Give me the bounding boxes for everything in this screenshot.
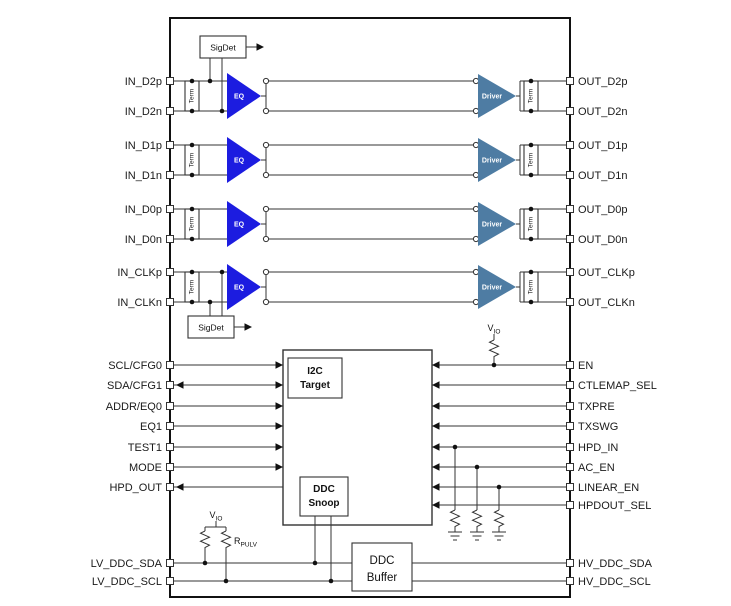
pin-label: IN_CLKp bbox=[117, 267, 162, 279]
sigdet-label: SigDet bbox=[210, 43, 236, 53]
pin-label: HV_DDC_SDA bbox=[578, 558, 653, 570]
ddc-snoop-label-line1: DDC bbox=[313, 484, 335, 495]
input-arrow bbox=[432, 381, 440, 389]
pin-label: OUT_CLKn bbox=[578, 297, 635, 309]
input-arrow bbox=[432, 463, 440, 471]
pin-label: EQ1 bbox=[140, 421, 162, 433]
i2c-target-box bbox=[287, 357, 343, 399]
ddc-snoop-label-line2: Snoop bbox=[308, 498, 339, 509]
ground-symbol bbox=[448, 531, 462, 541]
pulldown-resistors bbox=[448, 444, 506, 541]
input-arrow bbox=[275, 443, 283, 451]
pin-label: OUT_D2p bbox=[578, 76, 628, 88]
left-control-wires bbox=[166, 361, 283, 491]
input-arrow bbox=[275, 422, 283, 430]
pin-label: IN_D1n bbox=[125, 170, 162, 182]
pin-label: OUT_D1p bbox=[578, 140, 628, 152]
input-arrow bbox=[432, 422, 440, 430]
rpulv-label: RPULV bbox=[234, 536, 258, 549]
pin-label: OUT_D0p bbox=[578, 204, 628, 216]
pin-label: TXPRE bbox=[578, 401, 615, 413]
input-arrow bbox=[432, 402, 440, 410]
input-arrow bbox=[432, 501, 440, 509]
i2c-target-label-line2: Target bbox=[300, 380, 330, 391]
pin-label: SDA/CFG1 bbox=[107, 380, 162, 392]
sigdet-top: SigDet bbox=[199, 35, 264, 114]
right-pin-labels: OUT_D2p OUT_D2n OUT_D1p OUT_D1n OUT_D0p … bbox=[578, 76, 657, 588]
ddc-snoop: DDC Snoop bbox=[299, 476, 349, 517]
input-arrow bbox=[432, 361, 440, 369]
ddc-buffer: DDC Buffer bbox=[351, 542, 413, 592]
pin-label: IN_D2n bbox=[125, 106, 162, 118]
sigdet-output-arrow bbox=[256, 43, 264, 51]
pin-label: AC_EN bbox=[578, 462, 615, 474]
input-arrow bbox=[275, 402, 283, 410]
pin-label: IN_D0p bbox=[125, 204, 162, 216]
input-arrow bbox=[275, 381, 283, 389]
pin-label: OUT_D1n bbox=[578, 170, 628, 182]
output-arrow bbox=[176, 381, 184, 389]
pin-label: HPDOUT_SEL bbox=[578, 500, 651, 512]
pin-label: ADDR/EQ0 bbox=[106, 401, 162, 413]
pin-label: LV_DDC_SCL bbox=[92, 576, 162, 588]
pulldown-resistor bbox=[449, 509, 461, 532]
pin-label: IN_D1p bbox=[125, 140, 162, 152]
pin-label: OUT_CLKp bbox=[578, 267, 635, 279]
ddc-snoop-box bbox=[299, 476, 349, 517]
ddc-buffer-label-line2: Buffer bbox=[367, 572, 398, 584]
input-arrow bbox=[432, 483, 440, 491]
pin-label: HPD_IN bbox=[578, 442, 618, 454]
pin-label: IN_D0n bbox=[125, 234, 162, 246]
pin-label: OUT_D0n bbox=[578, 234, 628, 246]
pulldown-resistor bbox=[471, 509, 483, 532]
left-pin-labels: IN_D2p IN_D2n IN_D1p IN_D1n IN_D0p IN_D0… bbox=[91, 76, 163, 588]
pin-label: OUT_D2n bbox=[578, 106, 628, 118]
sigdet-bottom: SigDet bbox=[187, 269, 252, 339]
pin-label: LINEAR_EN bbox=[578, 482, 639, 494]
pin-label: IN_D2p bbox=[125, 76, 162, 88]
ddc-snoop-taps bbox=[312, 516, 334, 584]
pulldown-resistor bbox=[493, 509, 505, 532]
pin-label: MODE bbox=[129, 462, 162, 474]
pullup-resistor-scl bbox=[220, 530, 232, 581]
ground-symbol bbox=[492, 531, 506, 541]
sigdet-output-arrow bbox=[244, 323, 252, 331]
ddc-buffer-label-line1: DDC bbox=[370, 555, 395, 567]
pullup-resistor-en bbox=[488, 339, 500, 365]
en-pullup: VIO bbox=[488, 323, 501, 368]
ground-symbol bbox=[470, 531, 484, 541]
i2c-target: I2C Target bbox=[287, 357, 343, 399]
ddc-buffer-box bbox=[351, 542, 413, 592]
pin-label: TEST1 bbox=[128, 442, 162, 454]
output-arrow bbox=[176, 483, 184, 491]
vio-label: VIO bbox=[210, 510, 223, 523]
pullup-resistor-sda bbox=[199, 530, 211, 563]
pin-label: SCL/CFG0 bbox=[108, 360, 162, 372]
input-arrow bbox=[432, 443, 440, 451]
pin-label: IN_CLKn bbox=[117, 297, 162, 309]
pin-label: CTLEMAP_SEL bbox=[578, 380, 657, 392]
pin-label: EN bbox=[578, 360, 593, 372]
i2c-target-label-line1: I2C bbox=[307, 366, 323, 377]
vio-label: VIO bbox=[488, 323, 501, 336]
sigdet-label: SigDet bbox=[198, 323, 224, 333]
input-arrow bbox=[275, 463, 283, 471]
pin-label: HV_DDC_SCL bbox=[578, 576, 651, 588]
pin-label: HPD_OUT bbox=[109, 482, 162, 494]
pin-label: TXSWG bbox=[578, 421, 618, 433]
pin-label: LV_DDC_SDA bbox=[91, 558, 163, 570]
input-arrow bbox=[275, 361, 283, 369]
ddc-pullups: VIO RPULV bbox=[199, 510, 258, 584]
